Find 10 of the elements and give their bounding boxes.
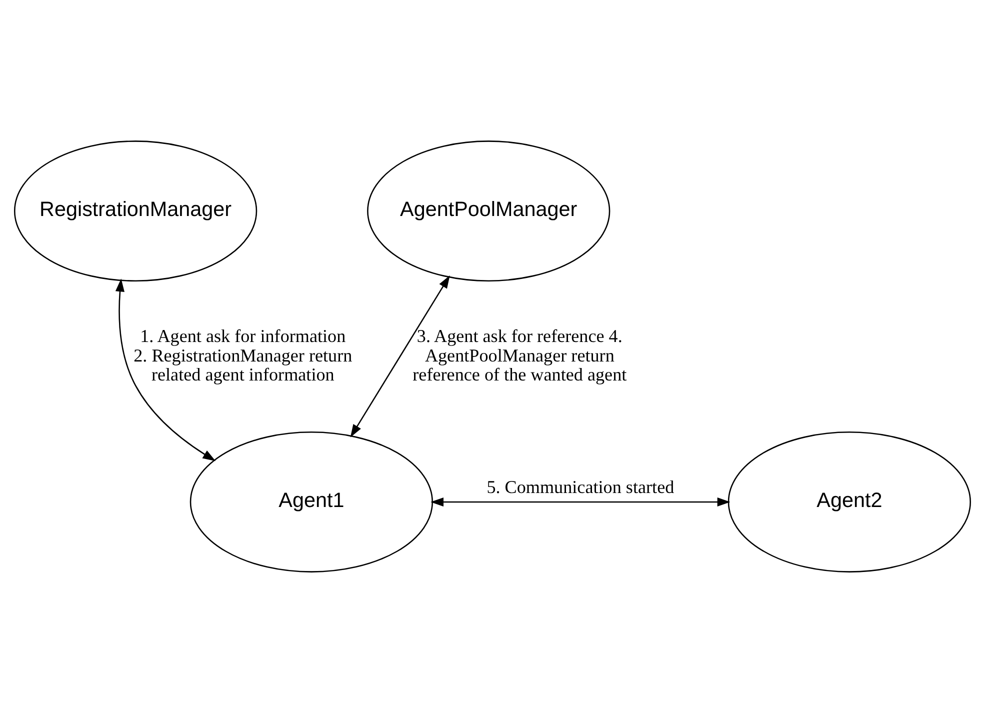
- arrow: [430, 497, 730, 507]
- arrow: [114, 278, 216, 462]
- node-ellipse: AgentPoolManager: [366, 140, 610, 282]
- edge-label: 3. Agent ask for reference 4. AgentPoolManager return reference of the wanted agent: [412, 326, 626, 385]
- edge-label: 1. Agent ask for information 2. RegistrationManager return related agent information: [133, 326, 352, 385]
- node-ellipse: RegistrationManager: [14, 140, 257, 282]
- edge-label: 5. Communication started: [486, 477, 674, 498]
- node-ellipse: Agent2: [727, 432, 970, 572]
- arrow: [350, 275, 450, 438]
- node-ellipse: Agent1: [189, 432, 433, 572]
